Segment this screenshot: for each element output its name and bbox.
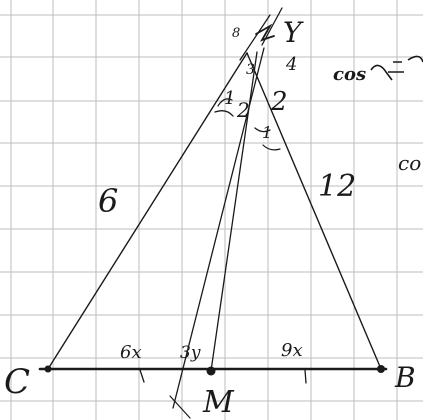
label-midpoint-m: M <box>202 385 235 420</box>
side-cy <box>47 52 248 370</box>
cevian-cross <box>169 395 191 419</box>
angle-arc-right <box>254 127 271 133</box>
triangle-cyb <box>38 7 388 419</box>
angle-label-four: 4 <box>285 54 297 75</box>
margin-note-cos-bottom: co <box>398 151 421 175</box>
label-side-yb: 12 <box>318 169 356 204</box>
vertex-b-dot <box>377 365 385 373</box>
tick-right <box>304 369 307 384</box>
angle-label-eight: 8 <box>232 26 240 41</box>
angle-arc-mid <box>262 144 281 151</box>
angle-label-one-left: 1 <box>224 88 235 109</box>
bisector-y <box>172 47 265 409</box>
label-vertex-c: C <box>4 362 30 402</box>
angle-label-three: 3 <box>246 62 255 78</box>
base-label-3y: 3y <box>180 343 201 363</box>
apex-stroke-a <box>239 14 271 61</box>
angle-label-one-right: 1 <box>262 123 272 142</box>
angle-label-two-left: 2 <box>236 98 250 122</box>
margin-note-cos-expression <box>370 55 423 81</box>
angle-label-two-mid: 2 <box>270 87 288 117</box>
angle-arc-left <box>214 110 234 117</box>
base-label-6x: 6x <box>120 342 142 363</box>
angle-arc-left-inner <box>217 98 233 107</box>
label-vertex-b: B <box>394 361 416 394</box>
tick-left <box>139 369 145 383</box>
margin-note-cos-top: cos <box>333 64 366 85</box>
base-label-9x: 9x <box>281 340 303 361</box>
midpoint-m-dot <box>206 366 216 376</box>
vertex-c-dot <box>44 365 52 373</box>
label-vertex-y: Y <box>283 16 304 49</box>
side-yb <box>246 52 382 370</box>
apex-scribble <box>255 23 275 42</box>
label-side-cy: 6 <box>98 182 118 220</box>
